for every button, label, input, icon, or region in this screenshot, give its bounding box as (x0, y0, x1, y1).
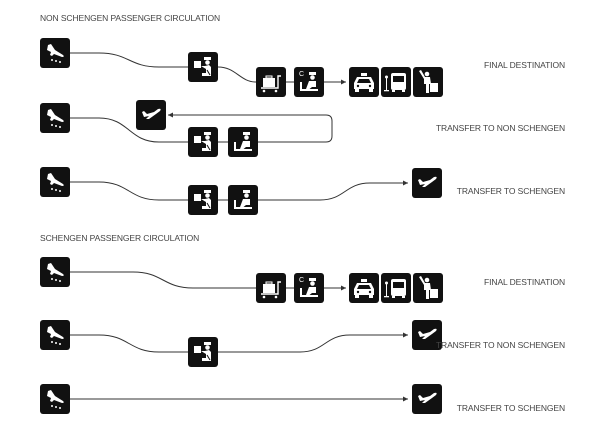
baggage-claim-icon (256, 273, 286, 303)
bus-icon (381, 67, 411, 97)
flow-label-non-schengen-final-destination: FINAL DESTINATION (484, 60, 565, 70)
passport-control-icon (188, 337, 218, 367)
flow-connector (168, 112, 333, 143)
taxi-icon (349, 67, 379, 97)
flow-connector (70, 271, 256, 289)
passport-control-icon (188, 127, 218, 157)
security-check-icon (228, 127, 258, 157)
bus-icon (381, 273, 411, 303)
flow-connector (218, 332, 408, 353)
customs-icon (294, 67, 324, 97)
arrival-icon (40, 167, 70, 197)
passport-control-icon (188, 52, 218, 82)
flow-connector (70, 117, 188, 143)
hail-pickup-icon (413, 273, 443, 303)
departure-icon (412, 384, 442, 414)
departure-icon (412, 168, 442, 198)
flow-connector (70, 181, 188, 201)
flow-label-schengen-final-destination: FINAL DESTINATION (484, 277, 565, 287)
flow-label-schengen-transfer-non-schengen: TRANSFER TO NON SCHENGEN (435, 340, 565, 350)
customs-icon (294, 273, 324, 303)
baggage-claim-icon (256, 67, 286, 97)
taxi-icon (349, 273, 379, 303)
flow-connector (70, 52, 188, 68)
section-title-non-schengen: NON SCHENGEN PASSENGER CIRCULATION (40, 13, 221, 23)
arrival-icon (40, 320, 70, 350)
flow-connector (217, 66, 257, 83)
arrival-icon (40, 38, 70, 68)
hail-pickup-icon (413, 67, 443, 97)
section-title-schengen: SCHENGEN PASSENGER CIRCULATION (40, 233, 200, 243)
flow-connector (258, 180, 408, 201)
arrival-icon (40, 257, 70, 287)
diagram-content (40, 38, 443, 414)
flow-label-non-schengen-transfer-non-schengen: TRANSFER TO NON SCHENGEN (435, 123, 565, 133)
departure-icon (136, 100, 166, 130)
arrival-icon (40, 103, 70, 133)
flow-label-schengen-transfer-schengen: TRANSFER TO SCHENGEN (456, 403, 565, 413)
passport-control-icon (188, 185, 218, 215)
flow-label-non-schengen-transfer-schengen: TRANSFER TO SCHENGEN (456, 186, 565, 196)
security-check-icon (228, 185, 258, 215)
flow-connector (70, 334, 188, 353)
arrival-icon (40, 384, 70, 414)
